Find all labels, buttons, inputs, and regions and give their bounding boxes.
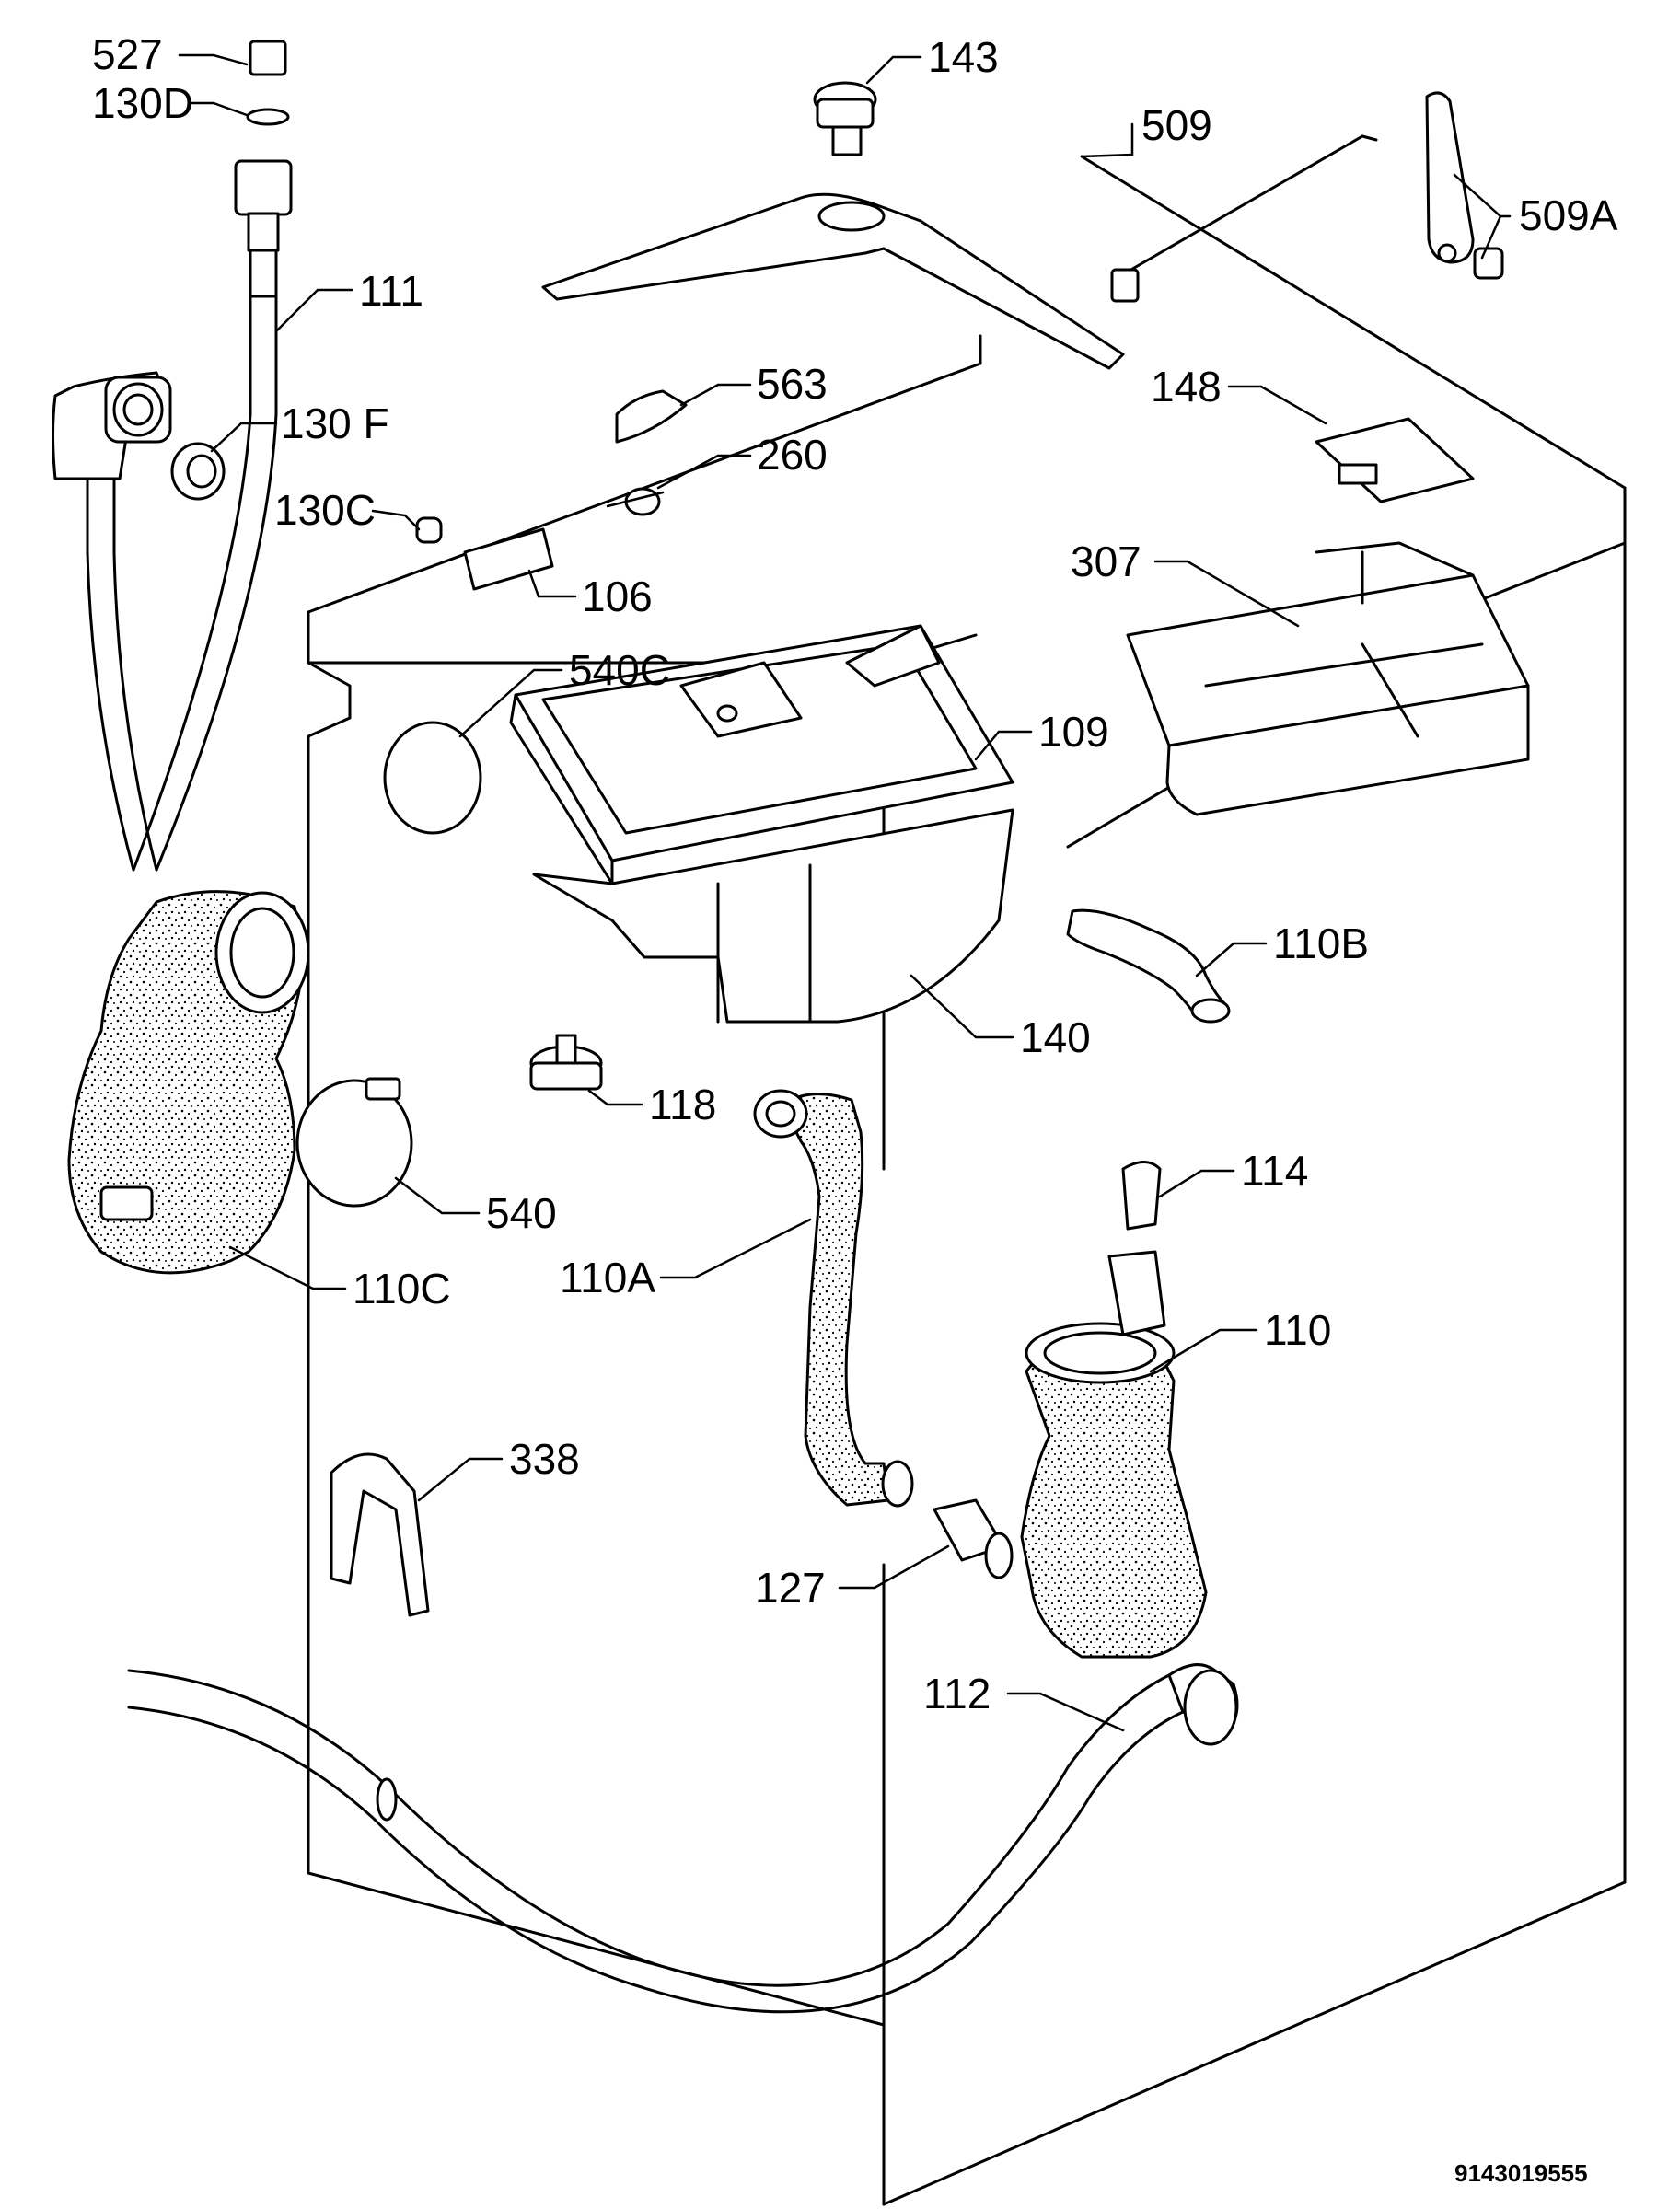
callout-130d: 130D — [92, 79, 193, 127]
callout-112: 112 — [923, 1670, 991, 1717]
callout-509a: 509A — [1519, 191, 1618, 239]
rod-509 — [1110, 134, 1378, 303]
callout-labels: 527 130D 111 130 F 130C 143 509 509A 563… — [92, 30, 1618, 1717]
cover-563 — [615, 389, 688, 444]
callout-540: 540 — [486, 1189, 557, 1237]
seal-ring-130f — [170, 442, 226, 501]
hose-110a — [753, 1089, 914, 1508]
callout-114: 114 — [1241, 1147, 1308, 1195]
callout-109: 109 — [1038, 708, 1109, 756]
callout-260: 260 — [757, 431, 828, 479]
callout-148: 148 — [1151, 363, 1222, 411]
callout-143: 143 — [928, 33, 999, 81]
callout-527: 527 — [92, 30, 163, 78]
spring-260 — [606, 487, 665, 516]
dispenser-housing-109 — [509, 624, 1014, 885]
tray-148 — [1315, 417, 1475, 503]
clamp-ring-540c — [383, 721, 482, 835]
callout-111: 111 — [359, 267, 423, 315]
leader-lines — [178, 53, 1512, 1732]
callout-110a: 110A — [560, 1254, 655, 1301]
callout-118: 118 — [649, 1081, 716, 1128]
filter-130c — [415, 516, 443, 544]
hose-clip-338 — [330, 1452, 430, 1617]
callout-140: 140 — [1020, 1013, 1091, 1061]
callout-130f: 130 F — [281, 399, 389, 447]
hose-110b — [1066, 908, 1231, 1024]
sump-110 — [1020, 1161, 1208, 1659]
callout-307: 307 — [1071, 538, 1141, 585]
nut-118 — [529, 1034, 603, 1091]
callout-127: 127 — [755, 1564, 826, 1612]
callout-106: 106 — [582, 572, 653, 620]
inlet-hose-111 — [52, 40, 293, 872]
detergent-drawer-307 — [1126, 541, 1530, 816]
callout-338: 338 — [509, 1435, 580, 1483]
bellows-110c — [67, 890, 310, 1275]
document-number: 9143019555 — [1454, 2159, 1588, 2187]
clamp-ring-540 — [295, 1077, 413, 1208]
valve-143 — [813, 81, 877, 156]
lever-509a — [1425, 91, 1504, 280]
callout-110b: 110B — [1273, 919, 1369, 967]
drain-hose-112 — [127, 1663, 1239, 2014]
nozzle-127 — [933, 1498, 1014, 1579]
callout-563: 563 — [757, 360, 828, 408]
callout-110c: 110C — [353, 1265, 451, 1313]
dispenser-tray-140 — [532, 808, 1014, 1024]
bracket-106 — [463, 527, 554, 591]
callout-540c: 540C — [569, 646, 670, 694]
callout-130c: 130C — [274, 486, 376, 534]
callout-110: 110 — [1264, 1306, 1331, 1354]
spreader-bar — [541, 192, 1125, 370]
callout-509: 509 — [1141, 101, 1212, 149]
